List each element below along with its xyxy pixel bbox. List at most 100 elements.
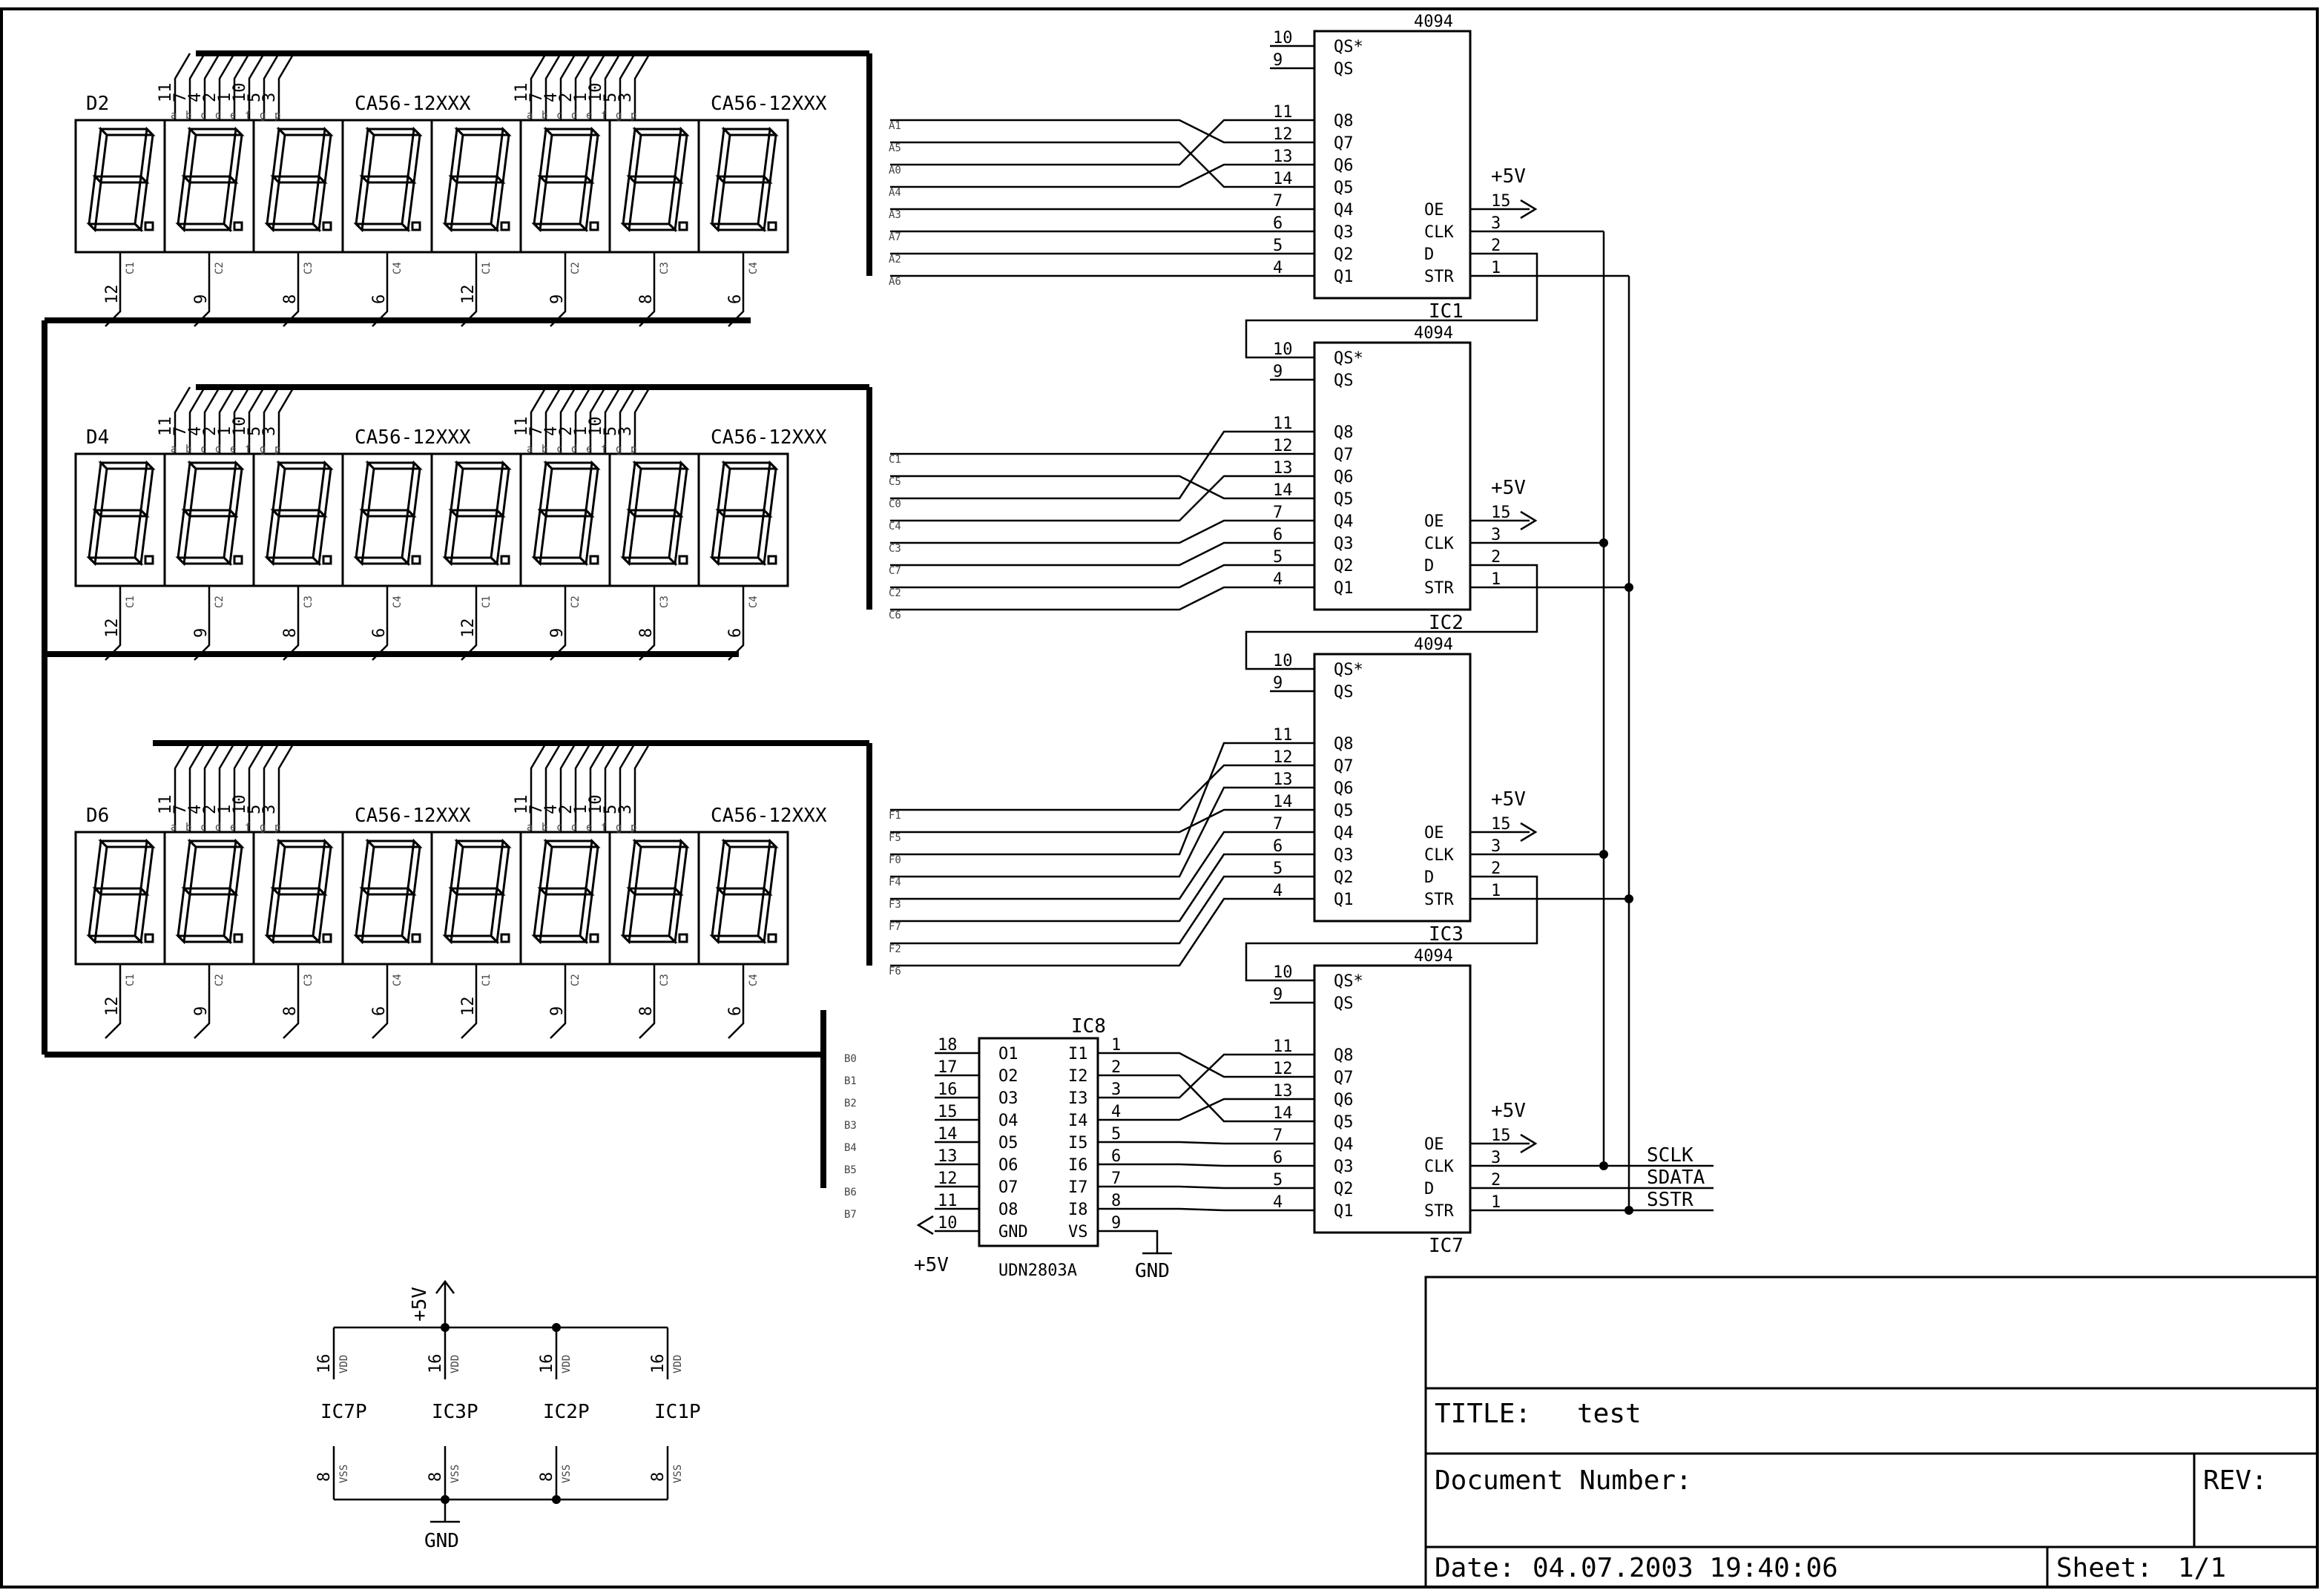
seven-segment-digit bbox=[252, 119, 344, 254]
digit-segment bbox=[715, 887, 773, 896]
ic-pin-number: 15 bbox=[1491, 815, 1511, 834]
common-pin-wire bbox=[728, 964, 745, 1039]
ic-pin-number: 13 bbox=[938, 1147, 958, 1166]
supply-arrow bbox=[1520, 510, 1538, 531]
ic-pin-number: 1 bbox=[1491, 570, 1501, 589]
digit-segment bbox=[539, 126, 553, 185]
seven-segment-digit bbox=[519, 831, 611, 966]
supply-label: +5V bbox=[1491, 477, 1526, 499]
digit-segment bbox=[361, 838, 375, 897]
ic-pin-label: O4 bbox=[998, 1112, 1018, 1130]
data-wire bbox=[1142, 1185, 1270, 1190]
supply-label: +5V bbox=[1491, 165, 1526, 188]
common-pin-wire bbox=[372, 252, 389, 327]
segment-letter: d bbox=[571, 822, 577, 834]
ic-pin-number: 7 bbox=[1273, 815, 1283, 834]
ic-pin-number: 5 bbox=[1273, 237, 1283, 255]
digit-segment bbox=[88, 885, 102, 945]
digit-segment bbox=[537, 175, 595, 184]
segment-pin-number: 7 bbox=[171, 93, 190, 102]
ic-pin-label: Q5 bbox=[1334, 1113, 1354, 1132]
common-pin-name: C4 bbox=[392, 596, 404, 608]
digit-segment bbox=[543, 461, 601, 470]
segment-pin-number: 5 bbox=[246, 426, 264, 436]
ic-pin-number: 9 bbox=[1273, 51, 1283, 70]
common-pin-number: 6 bbox=[370, 1006, 389, 1016]
digit-decimal-point bbox=[322, 221, 332, 231]
digit-segment bbox=[276, 461, 334, 470]
common-pin-name: C2 bbox=[570, 974, 582, 986]
segment-pin-wire bbox=[277, 742, 295, 832]
digit-segment bbox=[721, 128, 779, 136]
segment-letter: b bbox=[185, 443, 191, 455]
vss-pin-number: 8 bbox=[427, 1472, 445, 1482]
ic-pin-label: Q5 bbox=[1334, 179, 1354, 197]
segment-pin-number: 10 bbox=[587, 795, 605, 815]
data-wire bbox=[890, 119, 1270, 144]
segment-letter: c bbox=[556, 443, 562, 455]
supply-arrow bbox=[1520, 1133, 1538, 1154]
ic-pin-label: VS bbox=[1068, 1223, 1088, 1241]
ic-type: 4094 bbox=[1414, 947, 1453, 966]
document-number-label: Document Number: bbox=[1435, 1465, 1692, 1496]
data-wire bbox=[890, 831, 1270, 900]
seven-segment-digit bbox=[74, 119, 166, 254]
ic-pin-number: 6 bbox=[1273, 214, 1283, 233]
ic-pin-label: QS* bbox=[1334, 661, 1363, 679]
ic-pin-label: OE bbox=[1424, 512, 1444, 531]
segment-pin-number: 10 bbox=[231, 83, 249, 103]
segment-letter: c bbox=[200, 822, 206, 834]
segment-letter: p bbox=[631, 822, 636, 834]
data-wire bbox=[1142, 1141, 1270, 1145]
bus-signal-label: F6 bbox=[889, 966, 901, 977]
digit-segment bbox=[715, 175, 773, 184]
segment-pin-wire bbox=[203, 53, 221, 120]
segment-letter: b bbox=[185, 822, 191, 834]
display-part-right: CA56-12XXX bbox=[711, 805, 827, 827]
supply-arrow bbox=[435, 1279, 455, 1294]
ic-pin-number: 2 bbox=[1491, 860, 1501, 878]
digit-segment bbox=[628, 126, 642, 185]
common-pin-number: 8 bbox=[281, 294, 300, 304]
vss-label: VSS bbox=[450, 1465, 461, 1483]
common-pin-wire bbox=[283, 586, 300, 661]
digit-segment bbox=[531, 934, 589, 943]
ic-pin-label: QS bbox=[1334, 372, 1354, 390]
data-wire bbox=[890, 519, 1270, 544]
ic-pin-label: Q1 bbox=[1334, 891, 1354, 909]
digit-segment bbox=[365, 461, 423, 470]
segment-pin-number: 5 bbox=[602, 805, 620, 814]
segment-letter: f bbox=[245, 110, 251, 122]
digit-segment bbox=[93, 126, 108, 185]
digit-decimal-point bbox=[144, 221, 154, 231]
junction-dot bbox=[1599, 850, 1608, 859]
segment-letter: p bbox=[274, 822, 280, 834]
seven-segment-digit bbox=[341, 452, 433, 587]
common-pin-name: C1 bbox=[481, 974, 493, 986]
digit-segment bbox=[622, 507, 636, 567]
common-pin-name: C3 bbox=[659, 974, 671, 986]
bus-signal-label: B7 bbox=[844, 1209, 857, 1221]
ic-pin-number: 10 bbox=[1273, 340, 1293, 359]
ic-pin-label: I7 bbox=[1068, 1178, 1088, 1197]
ic-pin-label: CLK bbox=[1424, 1158, 1454, 1176]
digit-decimal-point bbox=[233, 555, 243, 565]
digit-segment bbox=[181, 175, 239, 184]
digit-segment bbox=[632, 461, 690, 470]
ic-pin-label: Q5 bbox=[1334, 802, 1354, 820]
digit-segment bbox=[228, 838, 243, 897]
segment-letter: g bbox=[616, 110, 622, 122]
digit-segment bbox=[276, 839, 334, 848]
seven-segment-digit bbox=[697, 831, 789, 966]
ic-pin-number: 11 bbox=[1273, 1038, 1293, 1056]
digit-segment bbox=[632, 128, 690, 136]
ic-pin-number: 11 bbox=[1273, 726, 1293, 745]
segment-pin-number: 2 bbox=[557, 805, 576, 814]
segment-pin-number: 4 bbox=[542, 93, 561, 102]
segment-pin-wire bbox=[604, 53, 622, 120]
common-pin-number: 6 bbox=[726, 294, 745, 304]
common-pin-wire bbox=[728, 252, 745, 327]
segment-letter: c bbox=[556, 110, 562, 122]
